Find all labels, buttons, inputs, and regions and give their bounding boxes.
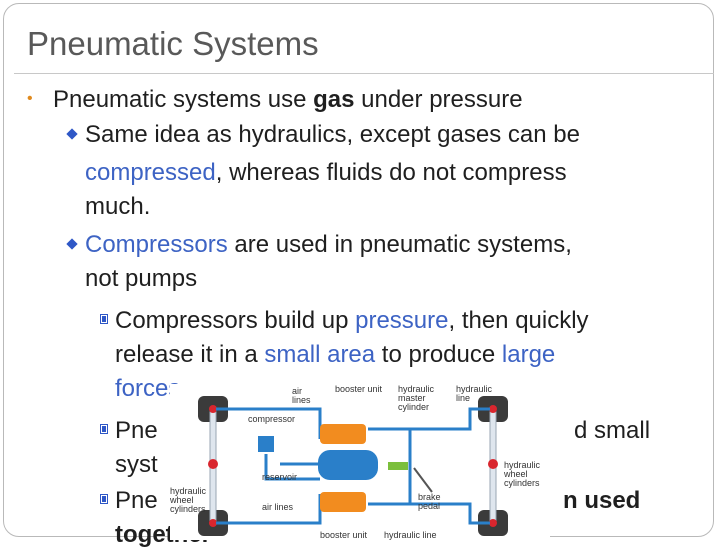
bullet-3-rest: are used in pneumatic systems, bbox=[227, 231, 572, 258]
label-line: cylinders bbox=[170, 504, 206, 514]
left-wheel-assembly bbox=[198, 396, 228, 536]
bullet-1-text-b: under pressure bbox=[354, 86, 523, 113]
label-air-lines-bottom: air lines bbox=[262, 502, 294, 512]
bullet-2-line-2: compressed, whereas fluids do not compre… bbox=[85, 159, 567, 187]
label-booster-unit: booster unit bbox=[335, 384, 383, 394]
bullet-4-blue-3: large bbox=[501, 341, 556, 368]
wheel-cylinder-icon bbox=[489, 519, 497, 527]
booster-unit-icon bbox=[320, 492, 366, 512]
square-bullet-icon bbox=[100, 424, 108, 434]
bullet-6-line-1a: Pne bbox=[115, 487, 158, 514]
bullet-4-line-1: Compressors build up pressure, then quic… bbox=[115, 307, 589, 335]
bullet-1-bold: gas bbox=[313, 86, 355, 113]
square-bullet-icon bbox=[100, 494, 108, 504]
bullet-4-line-2: release it in a small area to produce la… bbox=[115, 341, 555, 369]
bullet-2-line-1: Same idea as hydraulics, except gases ca… bbox=[85, 121, 580, 148]
bullet-2-rest: , whereas fluids do not compress bbox=[215, 159, 567, 186]
bullet-4-c: release it in a bbox=[115, 341, 265, 368]
label-line: wheel bbox=[503, 469, 528, 479]
bullet-3-line-2: not pumps bbox=[85, 265, 198, 292]
bullet-1-text-a: Pneumatic systems use bbox=[53, 86, 314, 113]
label-line: pedal bbox=[418, 501, 440, 511]
label-line: hydraulic bbox=[456, 384, 493, 394]
label-line: compressor bbox=[248, 414, 295, 424]
slide-title: Pneumatic Systems bbox=[27, 25, 319, 62]
label-line: hydraulic bbox=[504, 460, 541, 470]
label-line: hydraulic bbox=[170, 486, 207, 496]
wheel-cylinder-icon bbox=[209, 519, 217, 527]
label-line: hydraulic line bbox=[384, 530, 437, 540]
pipe bbox=[368, 407, 490, 431]
brake-pedal-icon bbox=[413, 467, 433, 493]
bullet-3-blue: Compressors bbox=[85, 231, 228, 258]
label-line: hydraulic bbox=[398, 384, 435, 394]
bullet-dot-icon: • bbox=[27, 90, 33, 107]
wheel-cylinder-icon bbox=[489, 405, 497, 413]
label-line: cylinder bbox=[398, 402, 429, 412]
bullet-5-line-1b: d small bbox=[574, 417, 651, 444]
label-line: booster unit bbox=[335, 384, 383, 394]
booster-unit-icon bbox=[320, 424, 366, 444]
label-booster-bottom: booster unit bbox=[320, 530, 368, 540]
bullet-4-b: , then quickly bbox=[448, 307, 589, 334]
bullet-4-line-3: forces bbox=[115, 375, 181, 402]
bullet-4-blue: pressure bbox=[355, 307, 449, 334]
bullet-4-d: to produce bbox=[375, 341, 502, 368]
title-divider bbox=[14, 73, 714, 74]
label-line: brake bbox=[418, 492, 441, 502]
compressor-icon bbox=[258, 436, 274, 452]
bullet-5-line-1a: Pne bbox=[115, 417, 158, 444]
label-line: reservoir bbox=[262, 472, 297, 482]
wheel-cylinder-icon bbox=[488, 459, 498, 469]
pipe bbox=[264, 454, 320, 481]
label-line: line bbox=[456, 393, 470, 403]
label-reservoir: reservoir bbox=[262, 472, 297, 482]
bullet-4-blue-2: small area bbox=[264, 341, 376, 368]
label-line: air lines bbox=[262, 502, 294, 512]
bullet-6-line-1b: n used bbox=[563, 487, 641, 514]
bullet-5-line-2: syst bbox=[115, 451, 158, 478]
label-compressor: compressor bbox=[248, 414, 295, 424]
label-line: wheel bbox=[170, 495, 194, 505]
label-line: cylinders bbox=[504, 478, 540, 488]
square-bullet-icon bbox=[100, 314, 108, 324]
bullet-2-blue: compressed bbox=[85, 159, 216, 186]
bullet-4-a: Compressors build up bbox=[115, 307, 356, 334]
master-cylinder-icon bbox=[388, 462, 408, 470]
pipe bbox=[368, 502, 490, 525]
bullet-1: Pneumatic systems use gas under pressure bbox=[53, 86, 523, 114]
bullet-3-line-1: Compressors are used in pneumatic system… bbox=[85, 231, 572, 259]
reservoir-icon bbox=[318, 450, 378, 480]
bullet-2-line-3: much. bbox=[85, 193, 151, 220]
wheel-cylinder-icon bbox=[208, 459, 218, 469]
label-line: master bbox=[398, 393, 426, 403]
label-line: air bbox=[292, 386, 302, 396]
wheel-cylinder-icon bbox=[209, 405, 217, 413]
label-line: booster unit bbox=[320, 530, 368, 540]
label-line: lines bbox=[292, 395, 311, 405]
label-hydraulic-line-bottom: hydraulic line bbox=[384, 530, 437, 540]
right-wheel-assembly bbox=[478, 396, 508, 536]
